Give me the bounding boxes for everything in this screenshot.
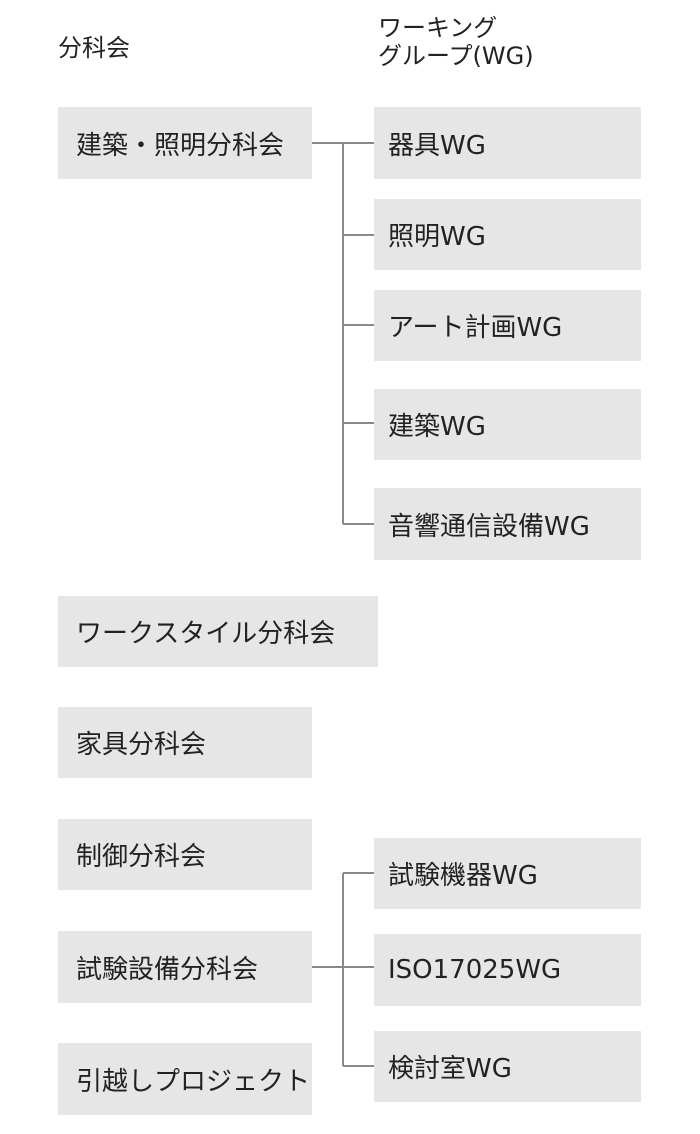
committee-control: 制御分科会 [58,819,312,890]
committee-relocation-project: 引越しプロジェクト [58,1043,312,1115]
wg-art-planning: アート計画WG [374,290,641,361]
wg-building: 建築WG [374,389,641,460]
working-groups-header-line2: グループ(WG) [378,42,534,70]
committee-workstyle: ワークスタイル分科会 [58,596,378,667]
wg-acoustics-communication: 音響通信設備WG [374,488,641,560]
working-groups-header: ワーキング グループ(WG) [378,14,534,70]
wg-fixtures: 器具WG [374,107,641,179]
working-groups-header-line1: ワーキング [378,14,498,42]
wg-test-equipment: 試験機器WG [374,838,641,909]
wg-iso17025: ISO17025WG [374,934,641,1006]
committee-architecture-lighting: 建築・照明分科会 [58,107,312,179]
committee-furniture: 家具分科会 [58,707,312,778]
committees-header: 分科会 [58,34,130,62]
wg-lighting: 照明WG [374,199,641,270]
committee-test-facility: 試験設備分科会 [58,931,312,1003]
wg-review-room: 検討室WG [374,1031,641,1102]
